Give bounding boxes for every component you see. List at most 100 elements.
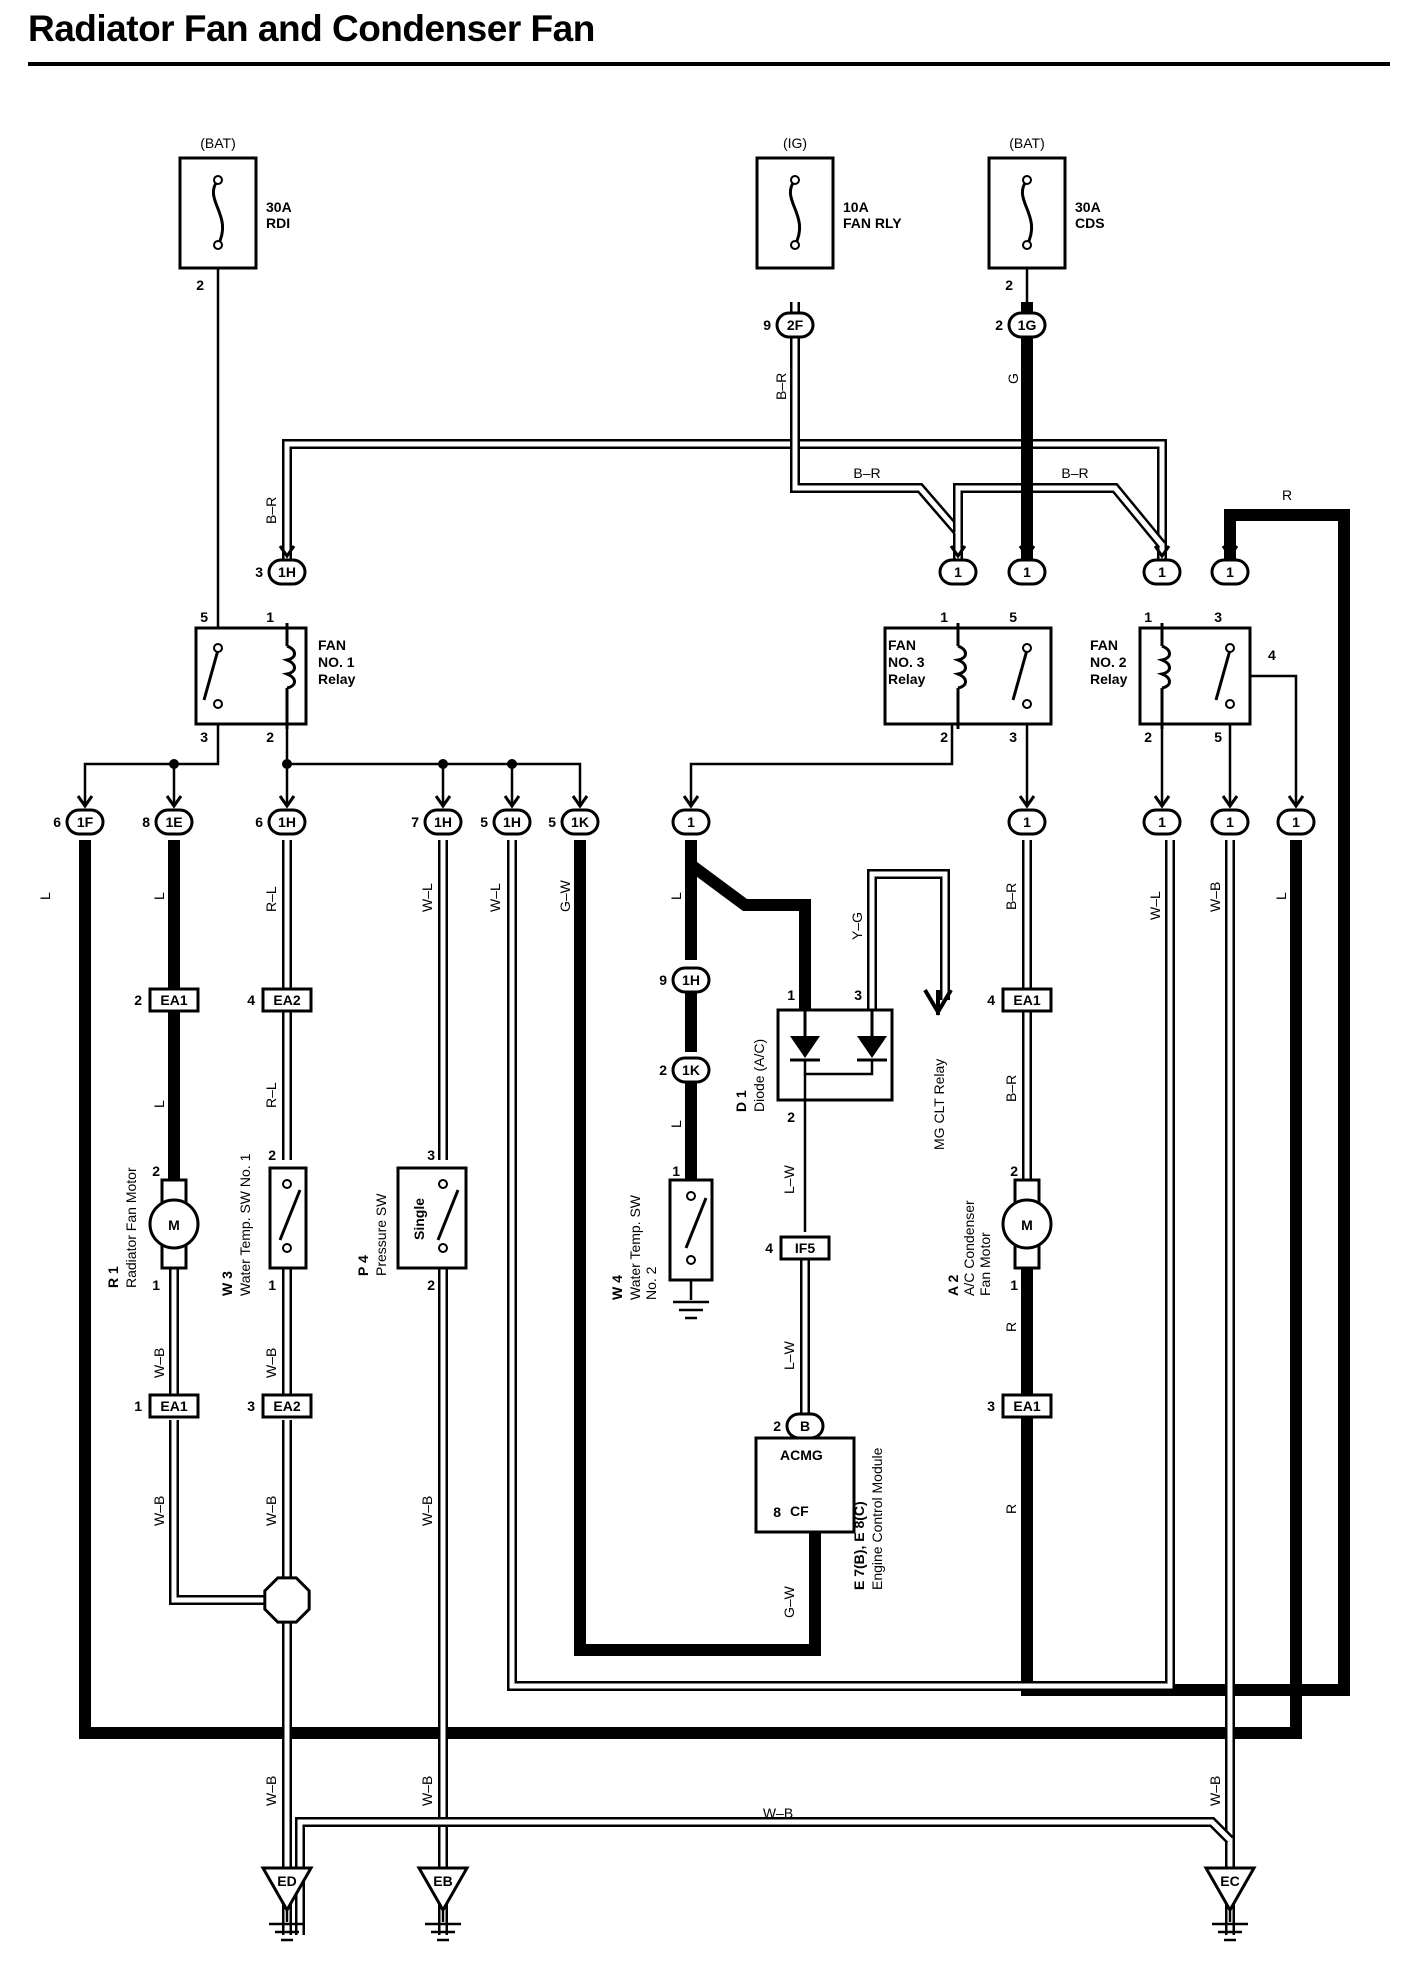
diode-lead [803,1060,874,1076]
wire-color-label: B–R [773,373,789,400]
wire-relay1-pin2 [285,710,582,804]
ground-icon [260,1866,314,1914]
wire-relay3-pin2 [689,710,954,804]
connector-pin-label: 7 [411,814,419,830]
junction-dot [438,759,448,769]
box-connector-rect [261,1393,313,1419]
connector-1k: 1K [671,1056,711,1084]
relay-box [1138,626,1252,726]
connector-1: 1 [1210,795,1250,836]
relay-contact [1225,643,1235,653]
motor-symbol: M [168,1217,180,1233]
box-connector-rect [261,987,313,1013]
connector-label: 1 [954,564,962,580]
fuse-terminal [790,175,800,185]
connector-oval [671,966,711,994]
relay-pin-label: 3 [1214,609,1222,625]
ground-icon [416,1866,470,1914]
fuse-terminal [1022,240,1032,250]
component-name: Water Temp. SW [627,1194,643,1300]
wire-color-label: R [1282,487,1292,503]
wire-yg [867,869,950,1010]
ground-label: ED [277,1873,296,1889]
component-name: Diode (A/C) [751,1039,767,1112]
switch-box [396,1166,468,1270]
fuse-rating-label: 30A [266,199,292,215]
relay-coil-icon [281,644,296,690]
connector-pin-label: 5 [480,814,488,830]
wire-color-label: L [151,892,167,900]
fuse-terminal [213,240,223,250]
junction-dot [507,759,517,769]
fuse-element-icon [211,179,225,246]
motor-icon [148,1198,200,1250]
connector-oval [1210,808,1250,836]
relay-pin-label: 1 [940,609,948,625]
connector-oval [1142,808,1182,836]
splice-junction-icon [263,1576,311,1624]
connector-label: 1F [77,814,94,830]
fuse-name-label: RDI [266,215,290,231]
connector-label: 1G [1018,317,1037,333]
fuse-30a-cds [987,156,1067,270]
connector-b: B [785,1412,825,1440]
wire-inner [869,871,948,1010]
page-title: Radiator Fan and Condenser Fan [28,8,595,49]
component-name: Pressure SW [373,1193,389,1276]
switch-contact [282,1243,292,1253]
connector-arrow-icon [278,795,296,809]
component-pin-label: 1 [152,1277,160,1293]
wire-color-label: L [151,1100,167,1108]
ground-ed: ED [260,1866,314,1942]
connector-label: 1H [682,972,700,988]
box-connector-ea2: EA2 [261,987,313,1013]
radiator-fan-motor: M [148,1178,200,1270]
fuse-rating-label: 30A [1075,199,1101,215]
wire-color-label: R [1003,1504,1019,1514]
connector-label: 1E [165,814,182,830]
box-connector-ea1: EA1 [1001,987,1053,1013]
connector-oval [938,558,978,586]
wire-color-label: W–B [263,1348,279,1378]
wire-outline [790,302,963,573]
box-connector-rect [1001,987,1053,1013]
connector-label: 1H [278,814,296,830]
relay-label: FAN [888,637,916,653]
relay-contact [1022,643,1032,653]
box-connector-rect [779,1235,831,1261]
relay-switch-arm-icon [1214,649,1232,701]
box-connector-pin-label: 3 [987,1398,995,1414]
connector-arrow-icon [1221,545,1239,559]
wire-color-label: G [1005,373,1021,384]
component-name: A/C Condenser [961,1200,977,1296]
connector-arrow-icon [278,545,296,559]
wire-wl-loop [507,840,1175,1691]
connector-1e: 1E [154,795,194,836]
relay-pin-label: 5 [1009,609,1017,625]
connector-arrow-icon [503,795,521,809]
connector-pin-label: 8 [773,1504,781,1520]
junction-dot [282,759,292,769]
wire-color-label: L [668,892,684,900]
connector-1: 1 [1142,795,1182,836]
fuse-terminal [1022,175,1032,185]
ground-eb: EB [416,1866,470,1942]
component-ref: D 1 [733,1090,749,1112]
relay-contact [1022,699,1032,709]
wire-color-label: R–L [263,1082,279,1108]
relay-label: FAN [318,637,346,653]
box-connector-rect [148,987,200,1013]
connector-oval [267,558,307,586]
box-connector-pin-label: 4 [765,1240,773,1256]
relay-pin-label: 2 [266,729,274,745]
wire-color-label: B–R [853,465,880,481]
connector-oval [671,808,711,836]
wire-color-label: R–L [263,886,279,912]
connector-oval [671,1056,711,1084]
wire-color-label: W–B [263,1776,279,1806]
connector-pin-label: 5 [548,814,556,830]
connector-arrow-icon [1018,545,1036,559]
diode-box [776,1008,894,1102]
wire-wb-ea1-junction [169,1420,265,1605]
